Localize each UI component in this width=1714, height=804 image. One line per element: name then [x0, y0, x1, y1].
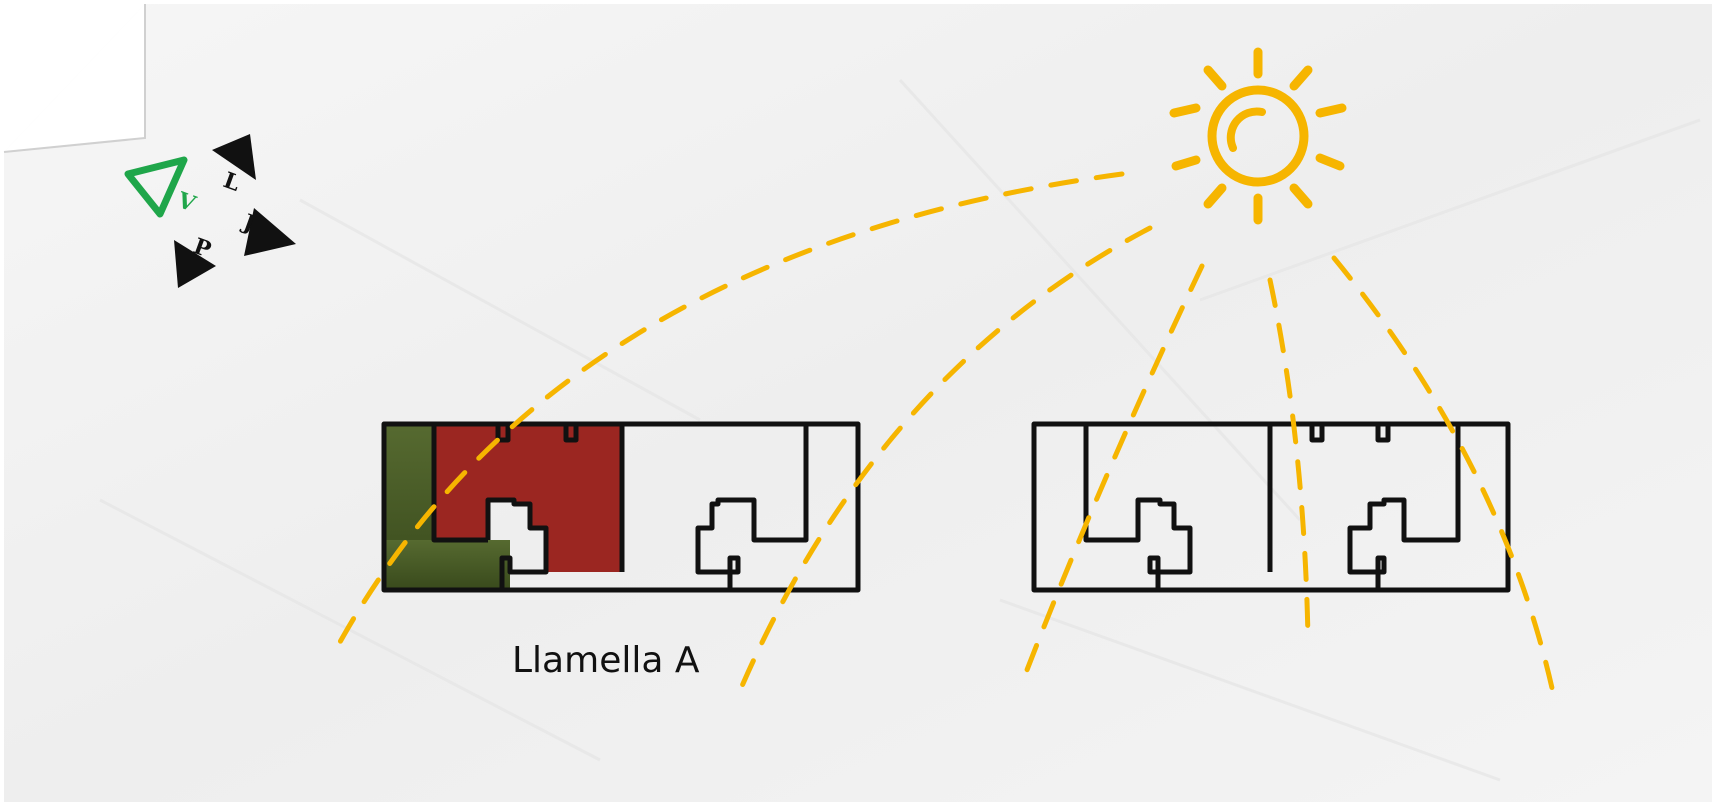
paper-sheet	[3, 4, 1712, 802]
block-caption: Llamella A	[512, 640, 700, 681]
block-a-outline	[381, 421, 861, 593]
logo-triangle-top	[212, 134, 256, 180]
block-a	[381, 421, 861, 593]
sun-rays	[337, 171, 1555, 691]
logo-triangle-green	[124, 156, 188, 218]
green-base	[384, 540, 510, 590]
sun-icon	[1169, 47, 1347, 225]
logo-triangle-right	[244, 208, 296, 256]
block-b	[1031, 421, 1511, 593]
logo-triangle-bottom	[174, 240, 216, 288]
red-unit	[436, 426, 620, 572]
folded-corner	[4, 4, 145, 152]
